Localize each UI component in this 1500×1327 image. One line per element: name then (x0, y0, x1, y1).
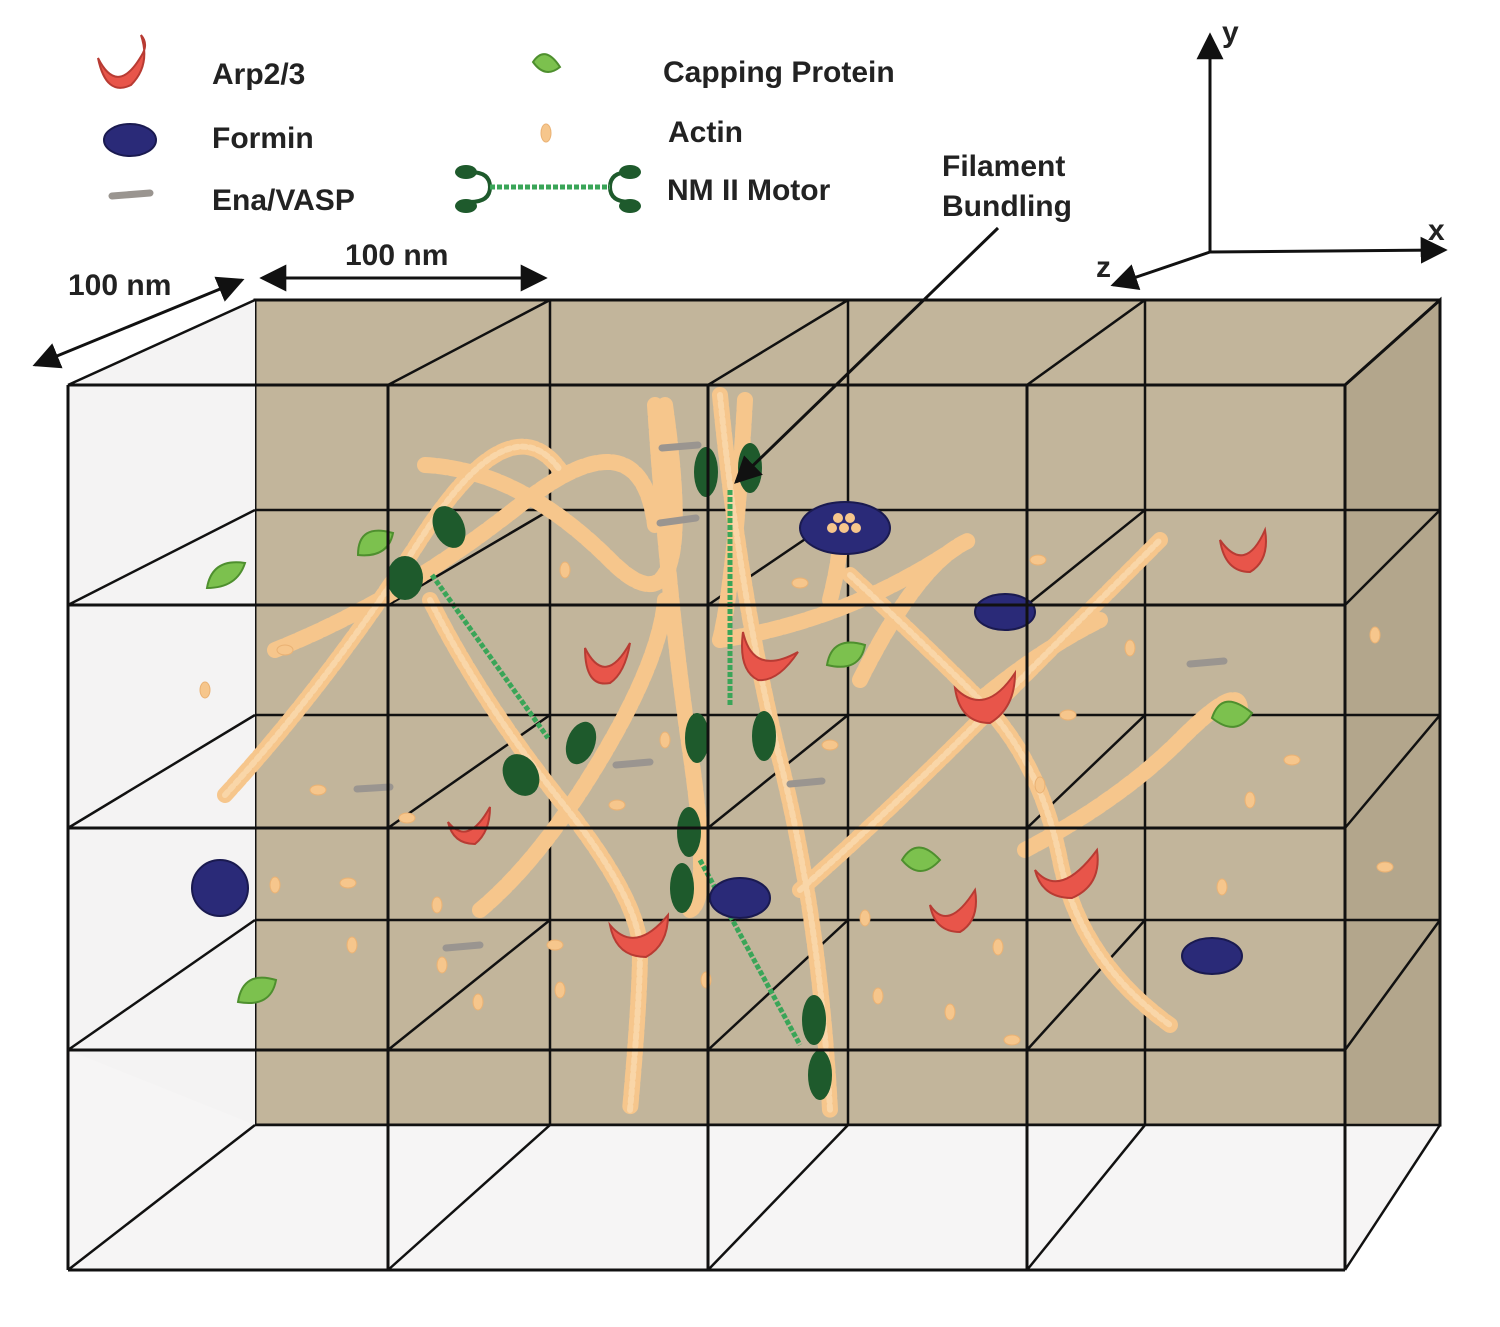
legend: Arp2/3 Formin Ena/VASP Capping Protein A… (97, 34, 895, 217)
scale-arrows (32, 264, 548, 369)
arp23-complexes (447, 526, 1267, 959)
legend-arp23-label: Arp2/3 (212, 58, 305, 91)
formins (191, 501, 1243, 975)
legend-formin-icon (103, 123, 157, 157)
legend-formin-label: Formin (212, 122, 314, 155)
legend-ena-vasp-label: Ena/VASP (212, 184, 355, 217)
x-axis-arrow (1209, 236, 1448, 264)
left-side-panel (68, 300, 255, 1208)
filament-bundling-arrow (734, 226, 1000, 484)
legend-capping-protein-label: Capping Protein (663, 56, 895, 89)
filament-bundling-label-line2: Bundling (942, 190, 1072, 223)
legend-actin-label: Actin (668, 116, 743, 149)
legend-capping-protein-icon (531, 53, 562, 73)
actin-monomers (199, 554, 1394, 1046)
capping-proteins (205, 529, 1254, 1004)
coordinate-axes (1110, 32, 1448, 290)
ena-vasp-proteins (353, 441, 1228, 952)
legend-nm2-motor-label: NM II Motor (667, 174, 831, 207)
legend-actin-icon (540, 123, 552, 143)
legend-arp23-icon (97, 34, 147, 89)
z-axis-arrow (1110, 250, 1211, 290)
depth-scale-label: 100 nm (68, 269, 171, 302)
x-axis-label: x (1428, 214, 1445, 247)
legend-nm2-motor-icon (455, 165, 641, 213)
right-side-wall (1343, 296, 1442, 1212)
filament-bundling-label-line1: Filament (942, 150, 1065, 183)
floor-panel (68, 1050, 1440, 1270)
width-scale-label: 100 nm (345, 239, 448, 272)
z-axis-label: z (1096, 251, 1111, 284)
front-grid-lines (66, 383, 1347, 1272)
formin-actin-seed (827, 513, 861, 533)
depth-scale-arrow (32, 276, 245, 369)
y-axis-label: y (1222, 16, 1239, 49)
legend-ena-vasp-icon (108, 189, 154, 200)
